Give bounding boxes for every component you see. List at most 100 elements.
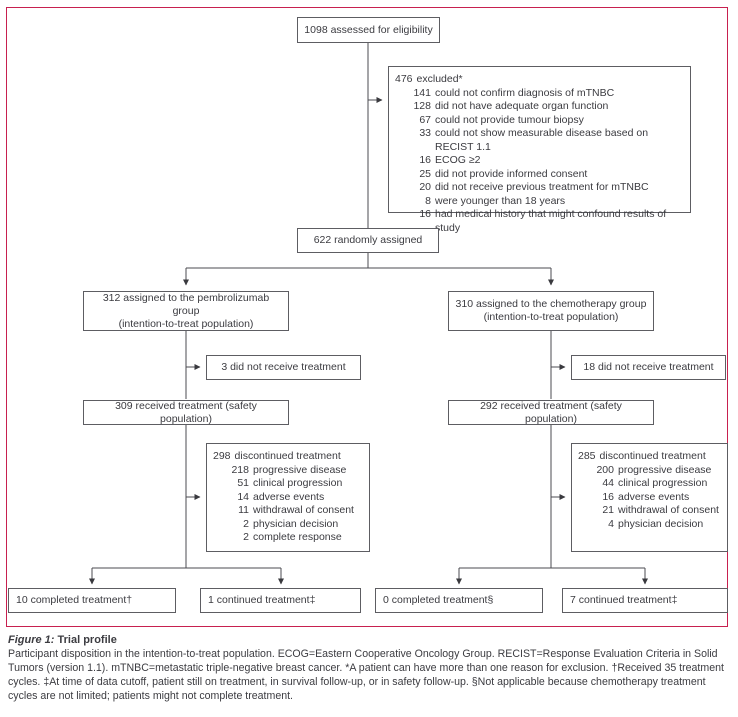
chemo-assigned-box: 310 assigned to the chemotherapy group (… [448,291,654,331]
item-count: 14 [237,490,249,503]
item-count: 16 [419,208,431,220]
item-text: could not provide tumour biopsy [435,113,584,126]
disc-title: discontinued treatment [599,450,706,462]
item-count: 218 [231,463,249,476]
pembro-treated-box: 309 received treatment (safety populatio… [83,400,289,425]
pembro-continued-label: 1 continued treatment‡ [208,594,316,606]
item-count: 11 [238,504,249,516]
item-text: progressive disease [253,463,347,476]
chemo-assigned-line1: 310 assigned to the chemotherapy group [455,298,647,310]
item-text: adverse events [253,490,325,503]
excluded-item: 20 did not receive previous treatment for… [395,181,684,195]
pembro-assigned-line2: (intention-to-treat population) [118,317,254,330]
assessed-label: 1098 assessed for eligibility [304,23,433,36]
pembro-assigned-line1: 312 assigned to the pembrolizumab group [102,291,270,317]
pembro-discontinued-box: 298 discontinued treatment 218 progressiv… [206,443,370,552]
chemo-disc-title-row: 285 discontinued treatment [578,450,721,464]
figure-frame [6,7,728,627]
disc-item: 44 clinical progression [578,477,721,491]
pembro-not-treated-box: 3 did not receive treatment [206,355,361,380]
item-count: 200 [596,463,614,476]
item-text: ECOG ≥2 [435,154,481,166]
disc-item: 51 clinical progression [213,477,363,491]
chemo-treated-label: 292 received treatment (safety populatio… [480,399,622,425]
item-count: 33 [419,127,431,139]
disc-item: 200 progressive disease [578,464,721,478]
item-text: clinical progression [253,477,343,489]
caption-body: Participant disposition in the intention… [8,648,724,702]
item-count: 128 [413,100,431,112]
disc-title: discontinued treatment [234,450,341,462]
item-text: could not show measurable disease based … [435,127,649,153]
chemo-assigned-text: 310 assigned to the chemotherapy group (… [454,298,648,324]
item-text: complete response [253,531,342,543]
item-count: 51 [237,477,249,489]
pembro-completed-label: 10 completed treatment† [16,594,133,606]
chemo-assigned-line2: (intention-to-treat population) [483,311,619,323]
excluded-title-row: 476 excluded* [395,73,684,87]
figure-number-label: Figure 1: [8,634,55,646]
excluded-item: 33 could not show measurable disease base… [395,127,684,154]
item-count: 16 [602,490,614,503]
item-text: withdrawal of consent [253,504,354,516]
chemo-continued-label: 7 continued treatment‡ [570,594,678,606]
pembro-not-treated-label: 3 did not receive treatment [221,361,346,373]
pembro-completed-box: 10 completed treatment† [8,588,176,613]
item-count: 141 [413,86,431,99]
disc-item: 21 withdrawal of consent [578,504,721,518]
item-count: 8 [425,194,431,207]
pembro-treated-label: 309 received treatment (safety populatio… [115,399,257,425]
chemo-treated-box: 292 received treatment (safety populatio… [448,400,654,425]
item-text: did not receive previous treatment for m… [435,181,649,193]
excluded-title: excluded* [416,73,463,85]
item-count: 21 [602,504,614,516]
disc-item: 16 adverse events [578,491,721,505]
figure-title: Trial profile [57,634,117,646]
disc-item: 2 complete response [213,531,363,545]
item-count: 25 [419,167,431,180]
pembro-assigned-text: 312 assigned to the pembrolizumab group … [89,292,283,331]
disc-count: 298 [213,450,231,462]
item-text: were younger than 18 years [435,194,566,207]
item-count: 2 [243,531,249,543]
item-text: did not provide informed consent [435,167,588,180]
randomized-label: 622 randomly assigned [313,234,423,246]
randomized-box: 622 randomly assigned [297,228,439,253]
excluded-item: 16 ECOG ≥2 [395,154,684,168]
figure-caption: Figure 1: Trial profile Participant disp… [8,634,730,704]
excluded-item: 25 did not provide informed consent [395,168,684,182]
chemo-not-treated-label: 18 did not receive treatment [583,361,714,373]
item-count: 2 [243,517,249,530]
chemo-not-treated-box: 18 did not receive treatment [571,355,726,380]
disc-item: 11 withdrawal of consent [213,504,363,518]
excluded-count: 476 [395,73,413,85]
item-text: adverse events [618,490,690,503]
item-text: clinical progression [618,477,708,489]
pembro-disc-title-row: 298 discontinued treatment [213,450,363,464]
chemo-discontinued-box: 285 discontinued treatment 200 progressiv… [571,443,728,552]
excluded-item: 8 were younger than 18 years [395,195,684,209]
chemo-completed-box: 0 completed treatment§ [375,588,543,613]
item-count: 16 [419,154,431,166]
caption-heading: Figure 1: Trial profile [8,634,730,646]
item-text: withdrawal of consent [618,504,719,516]
disc-count: 285 [578,450,596,462]
item-count: 20 [419,181,431,193]
disc-item: 218 progressive disease [213,464,363,478]
item-text: progressive disease [618,463,712,476]
item-count: 44 [602,477,614,489]
item-text: physician decision [618,517,704,530]
item-text: had medical history that might confound … [435,208,667,234]
assessed-box: 1098 assessed for eligibility [297,17,440,43]
chemo-continued-box: 7 continued treatment‡ [562,588,728,613]
chemo-completed-label: 0 completed treatment§ [383,594,494,606]
disc-item: 14 adverse events [213,491,363,505]
